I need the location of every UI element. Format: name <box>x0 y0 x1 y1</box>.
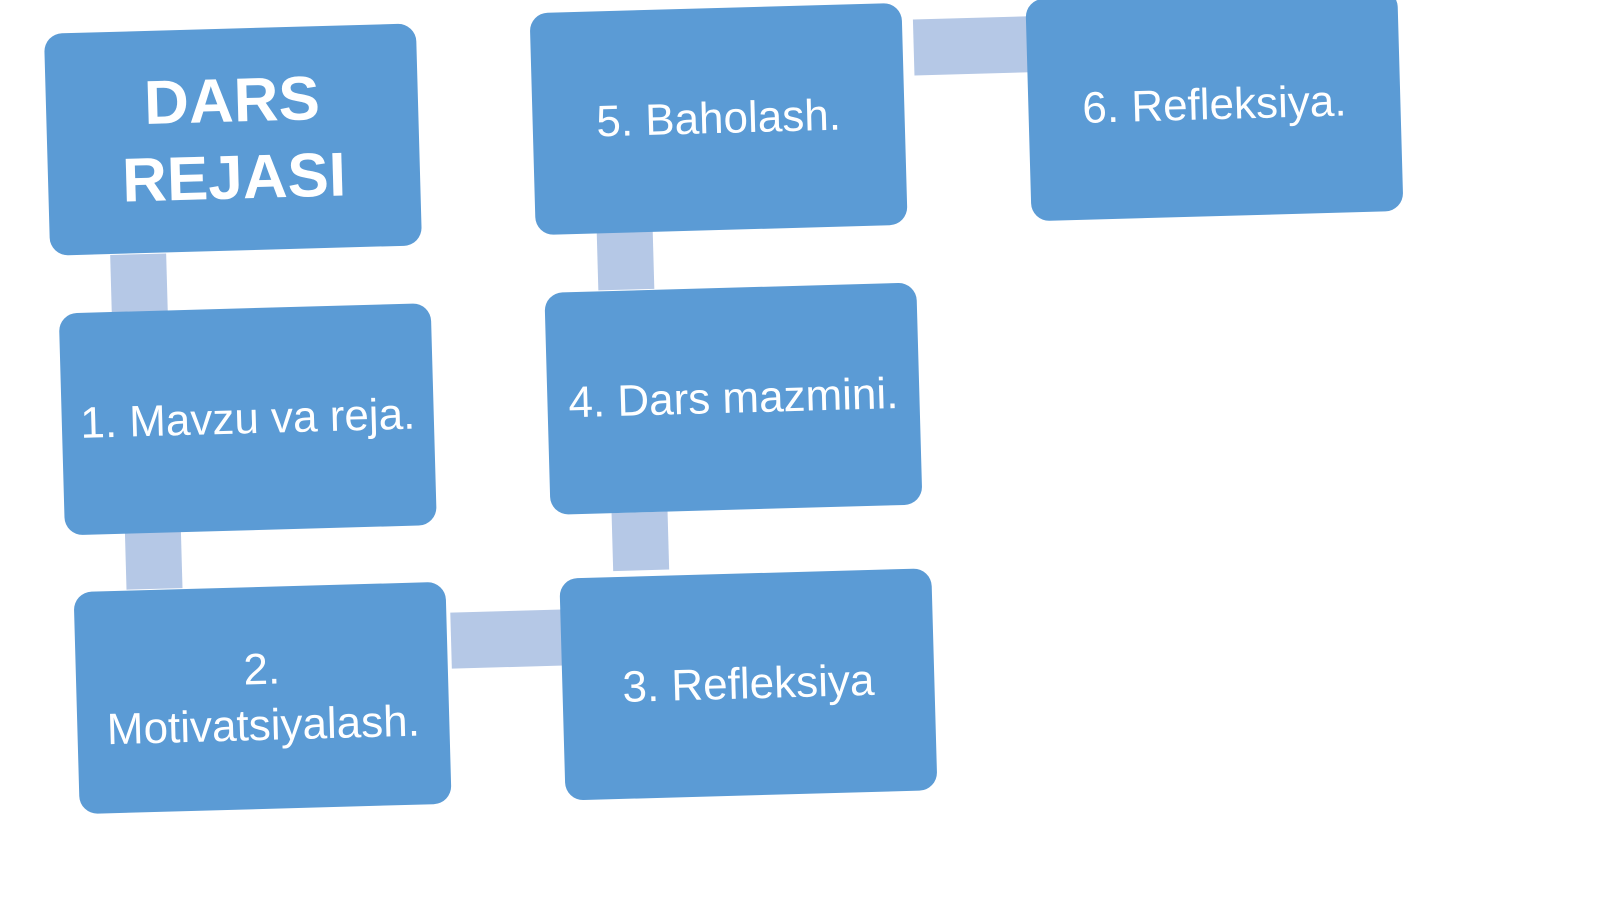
connector-step3-step4 <box>611 511 670 572</box>
node-step6: 6. Refleksiya. <box>1025 0 1404 222</box>
node-step3: 3. Refleksiya <box>559 568 938 801</box>
node-step2-label: 2. Motivatsiyalash. <box>106 644 421 755</box>
node-step2: 2. Motivatsiyalash. <box>73 581 452 815</box>
connector-step5-step6 <box>912 16 1040 76</box>
node-step5-label: 5. Baholash. <box>595 90 842 147</box>
node-step1-label: 1. Mavzu va reja. <box>79 389 416 448</box>
node-step4: 4. Dars mazmini. <box>544 282 923 515</box>
connector-step4-step5 <box>596 228 655 291</box>
node-step4-label: 4. Dars mazmini. <box>567 368 900 428</box>
node-step6-label: 6. Refleksiya. <box>1081 76 1348 133</box>
connector-step2-step3 <box>450 609 577 669</box>
node-step1: 1. Mavzu va reja. <box>58 303 437 536</box>
node-title: DARS REJASI <box>43 23 423 256</box>
node-title-label: DARS REJASI <box>121 63 347 216</box>
node-step3-label: 3. Refleksiya <box>621 655 875 712</box>
node-step5: 5. Baholash. <box>529 2 908 236</box>
connector-title-step1 <box>110 253 168 316</box>
connector-step1-step2 <box>124 530 183 590</box>
